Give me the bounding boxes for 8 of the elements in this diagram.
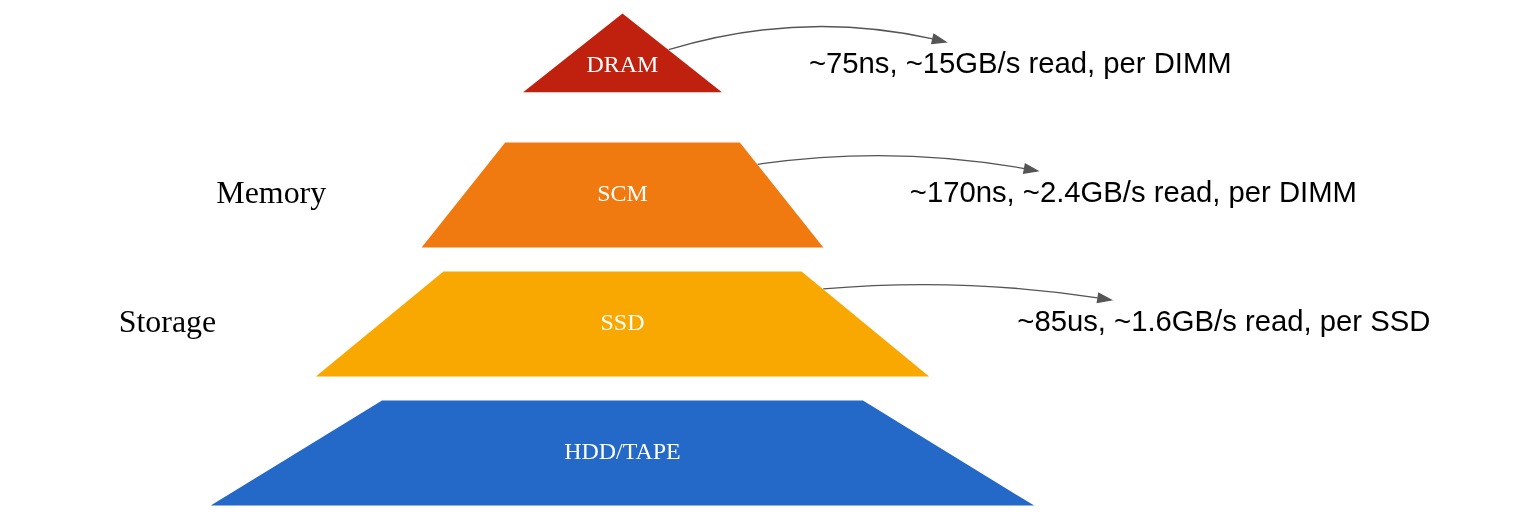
node-text: ~85us, ~1.6GB/s read, per SSD — [1017, 305, 1431, 338]
node-text: ~75ns, ~15GB/s read, per DIMM — [808, 47, 1232, 80]
arrow — [668, 25, 948, 51]
label: Storage — [118, 304, 217, 340]
label: Memory — [216, 175, 327, 211]
arrow — [757, 154, 1040, 174]
node-text: ~170ns, ~2.4GB/s read, per DIMM — [909, 176, 1357, 209]
arrow — [822, 283, 1114, 304]
